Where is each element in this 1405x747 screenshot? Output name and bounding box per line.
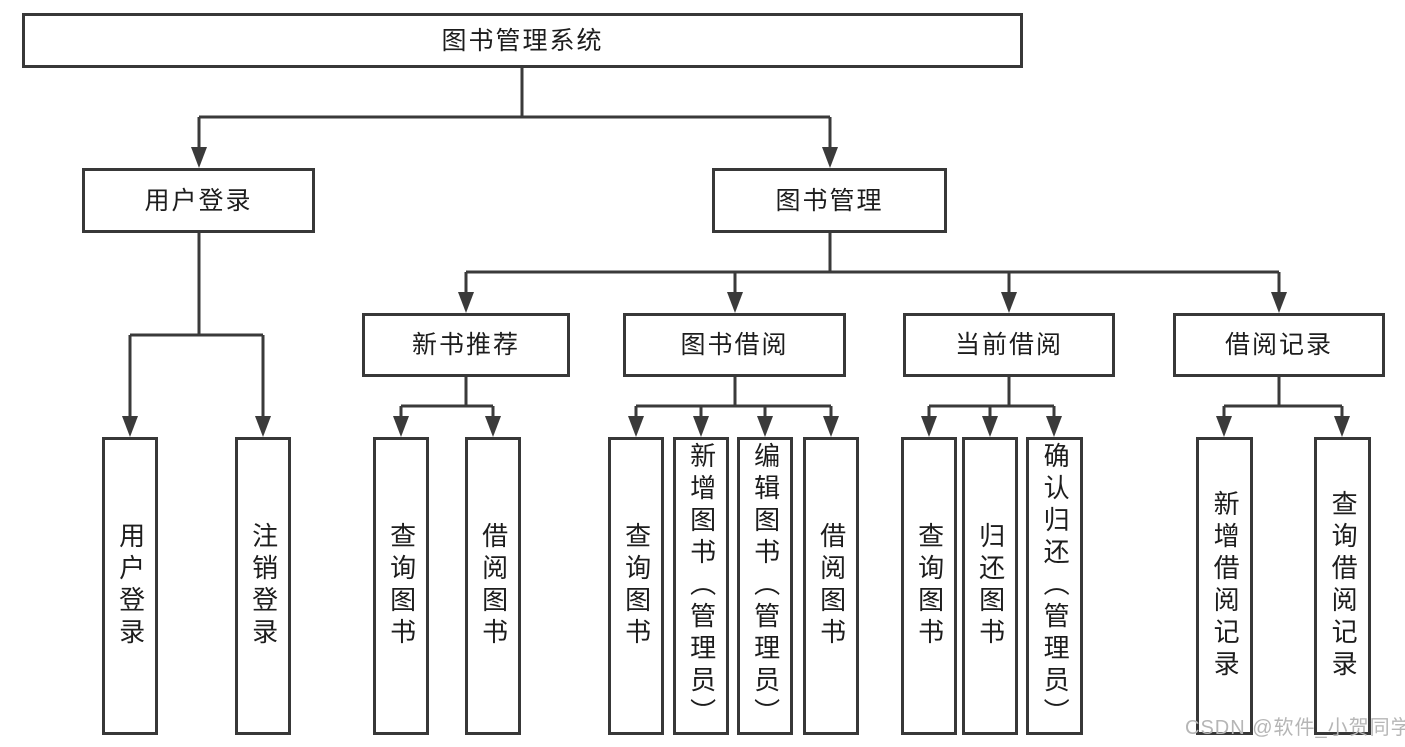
node-new-book-recommend: 新书推荐 [362, 313, 570, 377]
leaf-confirm-return-admin: 确认归还（管理员） [1026, 437, 1083, 735]
node-user-login: 用户登录 [82, 168, 315, 233]
leaf-query-books-current: 查询图书 [901, 437, 957, 735]
leaf-borrow-books: 借阅图书 [803, 437, 859, 735]
node-book-borrow: 图书借阅 [623, 313, 846, 377]
leaf-borrow-books-recommend: 借阅图书 [465, 437, 521, 735]
leaf-user-login: 用户登录 [102, 437, 158, 735]
node-borrow-records: 借阅记录 [1173, 313, 1385, 377]
watermark: CSDN @软件_小贺同学 [1185, 717, 1405, 739]
leaf-add-borrow-record: 新增借阅记录 [1196, 437, 1253, 735]
leaf-query-books-recommend: 查询图书 [373, 437, 429, 735]
leaf-query-books-borrow: 查询图书 [608, 437, 664, 735]
leaf-return-books: 归还图书 [962, 437, 1018, 735]
leaf-edit-books-admin: 编辑图书（管理员） [737, 437, 793, 735]
tree-edges [128, 68, 1344, 417]
node-book-management: 图书管理 [712, 168, 947, 233]
node-current-borrow: 当前借阅 [903, 313, 1115, 377]
arrowheads [122, 147, 1350, 437]
node-root: 图书管理系统 [22, 13, 1023, 68]
leaf-add-books-admin: 新增图书（管理员） [673, 437, 729, 735]
leaf-query-borrow-record: 查询借阅记录 [1314, 437, 1371, 735]
leaf-logout: 注销登录 [235, 437, 291, 735]
